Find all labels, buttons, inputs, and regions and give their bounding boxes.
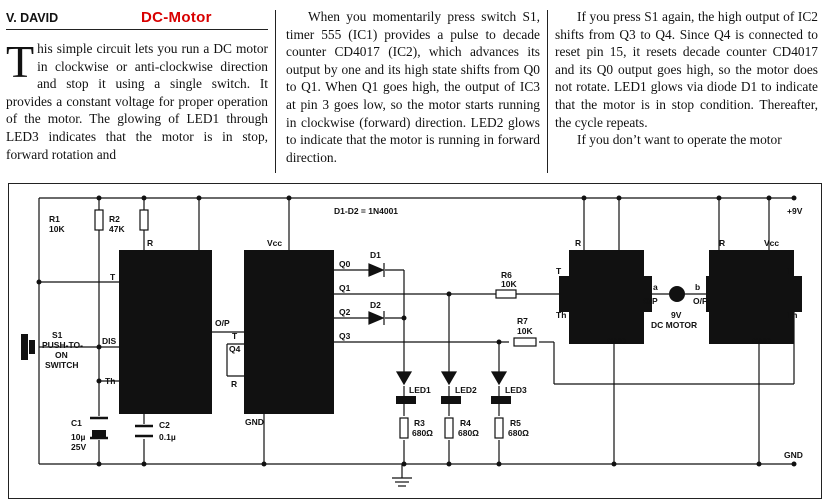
ic4-pin-gnd: GND (752, 336, 771, 346)
resistor-r6 (495, 289, 517, 299)
r3-name: R3 (414, 418, 425, 428)
ic2-pin-q4: Q4 (229, 344, 241, 354)
r4-name: R4 (460, 418, 471, 428)
motor-terminal-b: b (695, 282, 700, 292)
byline-divider (6, 29, 268, 30)
led2-label: LED2 (455, 385, 477, 395)
r1-value: 10K (49, 224, 65, 234)
ic2-cd4017-counter (244, 250, 334, 414)
ic3-pin-t: T (556, 266, 562, 276)
led1-label: LED1 (409, 385, 431, 395)
ic4-pin-op: O/P (693, 296, 708, 306)
article-column-2: When you momentarily press switch S1, ti… (286, 8, 540, 166)
r6-name: R6 (501, 270, 512, 280)
column-3-para-2: If you don’t want to operate the motor (577, 132, 782, 148)
r4-value: 680Ω (458, 428, 479, 438)
ic1-pin-r: R (147, 238, 153, 248)
ic2-pin-q2: Q2 (339, 307, 351, 317)
article-column-3: If you press S1 again, the high output o… (555, 8, 818, 149)
r7-value: 10K (517, 326, 533, 336)
r2-name: R2 (109, 214, 120, 224)
resistor-r7 (513, 337, 537, 347)
ic3-timer (569, 250, 644, 344)
ic3-pin-th: Th (556, 310, 566, 320)
ic2-pin-vcc: Vcc (267, 238, 282, 248)
ic4-pin-vcc: Vcc (764, 238, 779, 248)
ic1-pin-th: Th (105, 376, 115, 386)
s1-line-3: SWITCH (45, 360, 79, 370)
column-1-text: his simple circuit lets you run a DC mot… (6, 41, 268, 162)
capacitor-c1 (92, 430, 106, 438)
ic4-pin-t: T (787, 266, 793, 276)
c2-value: 0.1µ (159, 432, 176, 442)
ic1-pin-t: T (110, 272, 116, 282)
diode-d2 (368, 311, 385, 325)
push-switch-s1 (21, 334, 28, 360)
diode-d1 (368, 263, 385, 277)
s1-line-1: PUSH-TO- (42, 340, 83, 350)
r6-value: 10K (501, 279, 517, 289)
circuit-diagram: D1-D2 = 1N4001 +9V GND R1 10K R2 47K R T… (8, 183, 822, 499)
ic3-pin-r: R (575, 238, 581, 248)
ground-label: GND (784, 450, 803, 460)
resistor-r3 (399, 417, 409, 439)
motor-label: DC MOTOR (651, 320, 697, 330)
ic1-555-timer (119, 250, 212, 414)
column-3-para-1: If you press S1 again, the high output o… (555, 9, 818, 130)
ic4-pin-th: Th (787, 310, 797, 320)
diode-note: D1-D2 = 1N4001 (334, 206, 398, 216)
r5-name: R5 (510, 418, 521, 428)
ic2-pin-gnd: GND (245, 417, 264, 427)
ic3-pin-gnd: GND (607, 336, 626, 346)
led2 (441, 396, 461, 404)
led3-label: LED3 (505, 385, 527, 395)
resistor-r2 (139, 209, 149, 231)
r2-value: 47K (109, 224, 125, 234)
c1-value: 10µ (71, 432, 85, 442)
ic4-timer (709, 250, 794, 344)
led1 (396, 396, 416, 404)
motor-voltage: 9V (671, 310, 682, 320)
ic2-pin-q1: Q1 (339, 283, 351, 293)
motor-terminal-a: a (653, 282, 658, 292)
r1-name: R1 (49, 214, 60, 224)
schematic-drawing: D1-D2 = 1N4001 +9V GND R1 10K R2 47K R T… (21, 195, 803, 487)
s1-line-2: ON (55, 350, 68, 360)
ic2-pin-q3: Q3 (339, 331, 351, 341)
d1-label: D1 (370, 250, 381, 260)
author-name: V. DAVID (6, 11, 59, 25)
resistor-r1 (94, 209, 104, 231)
c2-name: C2 (159, 420, 170, 430)
r7-name: R7 (517, 316, 528, 326)
ic1-pin-op: O/P (215, 318, 230, 328)
column-divider (547, 10, 548, 173)
ic4-pin-r: R (719, 238, 725, 248)
c1-name: C1 (71, 418, 82, 428)
s1-name: S1 (52, 330, 63, 340)
ic1-pin-dis: DIS (102, 336, 117, 346)
r3-value: 680Ω (412, 428, 433, 438)
r5-value: 680Ω (508, 428, 529, 438)
ic2-pin-t: T (232, 331, 238, 341)
article-title: DC-Motor (141, 9, 212, 26)
led3 (491, 396, 511, 404)
resistor-r4 (444, 417, 454, 439)
ic3-pin-op: O/P (643, 296, 658, 306)
supply-label: +9V (787, 206, 803, 216)
d2-label: D2 (370, 300, 381, 310)
dc-motor (669, 286, 685, 302)
resistor-r5 (494, 417, 504, 439)
ic2-pin-r: R (231, 379, 237, 389)
drop-cap: T (6, 36, 35, 87)
column-2-text: When you momentarily press switch S1, ti… (286, 9, 540, 165)
c1-voltage: 25V (71, 442, 86, 452)
ic2-pin-q0: Q0 (339, 259, 351, 269)
column-divider (275, 10, 276, 173)
